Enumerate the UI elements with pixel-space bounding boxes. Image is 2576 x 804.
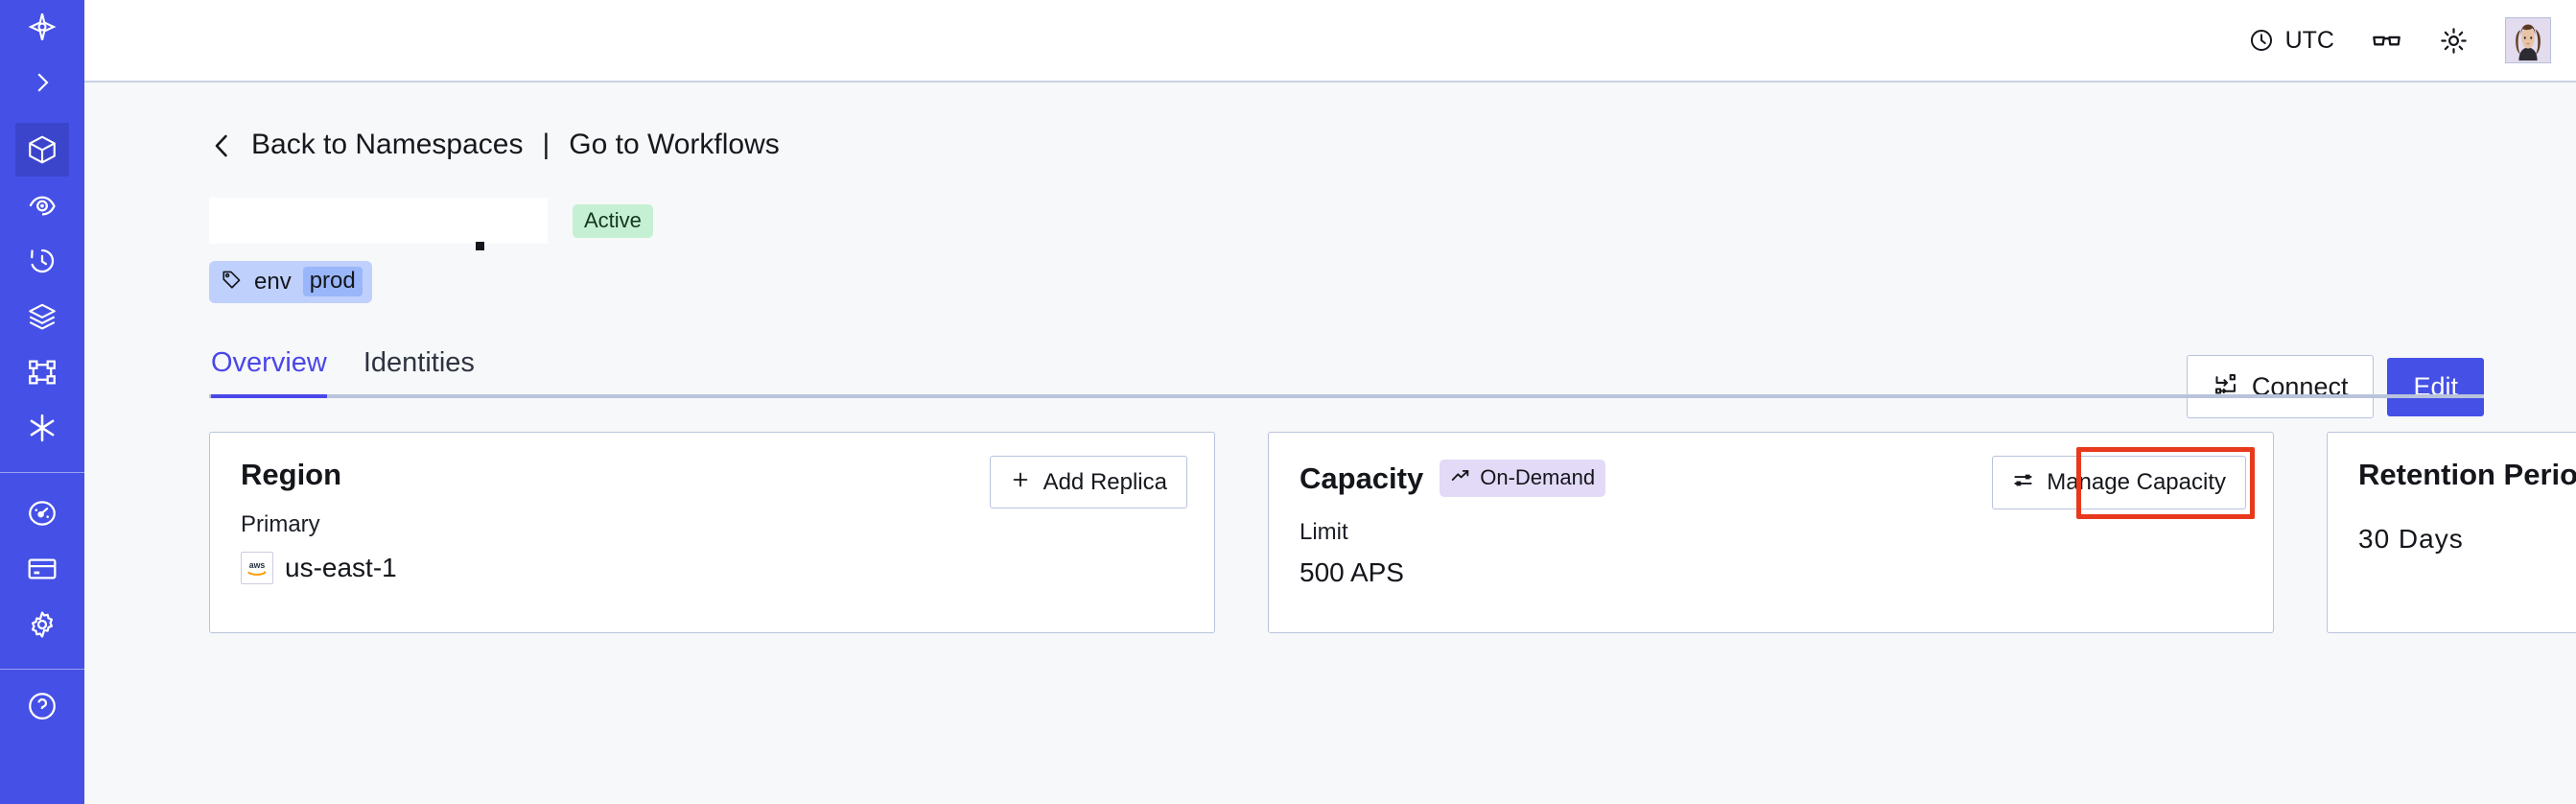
credit-card-icon	[26, 553, 59, 585]
header-actions: UTC	[2248, 17, 2551, 63]
region-sub-label: Primary	[241, 511, 320, 537]
region-card-head: Region	[241, 460, 1187, 489]
glasses-icon	[2371, 25, 2402, 57]
layers-icon	[26, 300, 59, 333]
breadcrumb-workflows-link[interactable]: Go to Workflows	[569, 129, 780, 160]
namespace-tags: env prod	[209, 261, 2484, 303]
retention-value: 30 Days	[2358, 524, 2464, 554]
add-replica-button[interactable]: Add Replica	[989, 456, 1187, 508]
tab-overview[interactable]: Overview	[211, 349, 327, 398]
sliders-icon	[2012, 469, 2034, 496]
theme-toggle-button[interactable]	[2439, 26, 2469, 56]
sidebar-item-help[interactable]	[15, 679, 69, 733]
sidebar-item-usage[interactable]	[15, 486, 69, 540]
temporal-logo-icon[interactable]	[15, 0, 69, 58]
cube-icon	[26, 133, 59, 166]
aws-logo: aws	[241, 552, 273, 584]
tab-identities[interactable]: Identities	[363, 347, 475, 378]
history-icon	[26, 245, 59, 277]
plus-icon	[1010, 469, 1031, 495]
tag-key: env	[254, 268, 292, 295]
gear-icon	[26, 608, 59, 641]
connect-icon	[2213, 371, 2238, 402]
sidebar-item-workflows[interactable]	[15, 345, 69, 399]
eye-icon	[26, 189, 59, 222]
reading-mode-button[interactable]	[2371, 25, 2402, 57]
edit-button[interactable]: Edit	[2387, 357, 2484, 416]
retention-card-title: Retention Period	[2358, 458, 2576, 491]
tag-icon	[221, 269, 243, 296]
tag-env[interactable]: env prod	[209, 261, 372, 303]
title-artifact-mark	[476, 242, 484, 250]
breadcrumb-separator: |	[542, 129, 550, 160]
retention-card-head: Retention Period	[2358, 460, 2576, 489]
sidebar-divider-top	[0, 472, 84, 473]
svg-text:aws: aws	[249, 560, 266, 570]
region-value: us-east-1	[285, 553, 397, 582]
timezone-label: UTC	[2284, 26, 2334, 54]
sidebar-item-observability[interactable]	[15, 178, 69, 232]
capacity-mode-label: On-Demand	[1480, 465, 1596, 489]
capacity-card: Capacity On-Demand	[1268, 432, 2274, 633]
chevron-right-icon[interactable]	[15, 56, 69, 109]
asterisk-icon	[25, 411, 59, 445]
tag-value: prod	[302, 267, 363, 296]
manage-capacity-button[interactable]: Manage Capacity	[1992, 456, 2246, 509]
capacity-mode-badge: On-Demand	[1440, 460, 1606, 497]
region-card: Region Add Replica Primary	[209, 432, 1215, 633]
sidebar-item-namespaces[interactable]	[15, 123, 69, 177]
add-replica-button-wrap: Add Replica	[989, 456, 1187, 508]
manage-capacity-button-wrap: Manage Capacity	[1992, 456, 2246, 509]
overview-cards: Region Add Replica Primary	[209, 432, 2576, 633]
add-replica-label: Add Replica	[1042, 468, 1167, 495]
trending-up-icon	[1450, 465, 1471, 490]
avatar[interactable]	[2505, 17, 2551, 63]
sidebar-item-billing[interactable]	[15, 542, 69, 596]
help-circle-icon	[26, 690, 59, 722]
capacity-card-head: Capacity On-Demand	[1300, 460, 2246, 497]
region-card-title: Region	[241, 458, 342, 491]
user-avatar-image	[2506, 18, 2550, 62]
clock-icon	[2248, 27, 2275, 54]
primary-sidebar	[0, 0, 84, 804]
capacity-card-title: Capacity	[1300, 461, 1424, 495]
manage-capacity-label: Manage Capacity	[2047, 469, 2226, 495]
sidebar-item-settings[interactable]	[15, 598, 69, 651]
content-column: UTC	[84, 0, 2576, 804]
sidebar-item-schedules[interactable]	[15, 234, 69, 288]
capacity-sub-label: Limit	[1300, 519, 1348, 545]
breadcrumb: Back to Namespaces | Go to Workflows	[209, 129, 2484, 161]
retention-card: Retention Period 30 Days	[2327, 432, 2576, 633]
chevron-left-icon[interactable]	[209, 131, 234, 160]
page-title	[209, 198, 548, 244]
breadcrumb-back-link[interactable]: Back to Namespaces	[251, 129, 524, 160]
top-header: UTC	[84, 0, 2576, 83]
region-value-row: aws us-east-1	[241, 552, 1187, 584]
sidebar-divider-bottom	[0, 669, 84, 670]
main-content: Back to Namespaces | Go to Workflows Act…	[84, 83, 2576, 804]
namespace-title-row: Active	[209, 198, 2484, 250]
sidebar-item-nexus[interactable]	[15, 401, 69, 455]
timezone-selector[interactable]: UTC	[2248, 27, 2334, 54]
capacity-value: 500 APS	[1300, 557, 1404, 587]
status-badge: Active	[573, 203, 653, 238]
sidebar-item-task-queues[interactable]	[15, 290, 69, 343]
tab-bar: Overview Identities	[209, 349, 2484, 398]
sun-icon	[2439, 26, 2469, 56]
workflow-graph-icon	[26, 356, 59, 389]
dashboard-icon	[26, 497, 59, 530]
